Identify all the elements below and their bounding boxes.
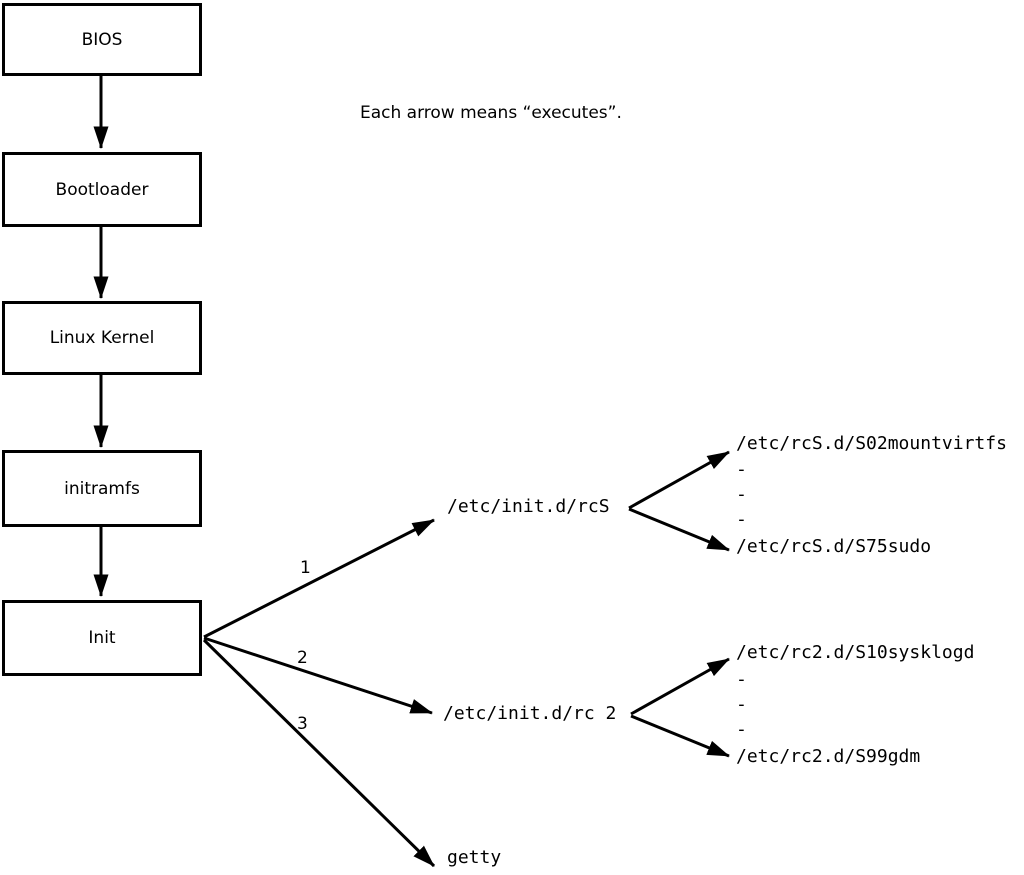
arrow-rcs-to-first-entry <box>628 450 730 510</box>
arrow-init-to-rc2 <box>203 636 433 715</box>
box-linux-kernel-label: Linux Kernel <box>49 328 155 348</box>
box-linux-kernel: Linux Kernel <box>2 301 202 375</box>
label-rc2-entry-last: /etc/rc2.d/S99gdm <box>736 746 921 767</box>
box-init-label: Init <box>88 628 116 648</box>
box-bootloader: Bootloader <box>2 152 202 227</box>
rc2-ellipsis-dash-1: - <box>736 669 747 690</box>
diagram-caption: Each arrow means “executes”. <box>360 103 622 123</box>
arrow-init-to-rcs <box>203 518 435 639</box>
box-bootloader-label: Bootloader <box>55 179 149 200</box>
branch-number-3: 3 <box>297 714 308 734</box>
branch-number-2: 2 <box>297 648 308 668</box>
box-bios: BIOS <box>2 3 202 76</box>
box-bios-label: BIOS <box>81 29 123 50</box>
branch-number-1: 1 <box>300 558 311 578</box>
arrow-rcs-to-last-entry <box>628 507 730 552</box>
box-initramfs-label: initramfs <box>64 478 140 499</box>
label-rcs-entry-first: /etc/rcS.d/S02mountvirtfs <box>736 433 1007 454</box>
rc2-ellipsis-dash-2: - <box>736 694 747 715</box>
arrow-rc2-to-last-entry <box>630 714 730 758</box>
rc2-ellipsis-dash-3: - <box>736 719 747 740</box>
rcs-ellipsis-dash-2: - <box>736 484 747 505</box>
rcs-ellipsis-dash-1: - <box>736 459 747 480</box>
label-rcs-entry-last: /etc/rcS.d/S75sudo <box>736 536 932 557</box>
label-rcs-script: /etc/init.d/rcS <box>447 496 610 517</box>
box-initramfs: initramfs <box>2 450 202 527</box>
arrow-rc2-to-first-entry <box>630 657 730 716</box>
arrow-init-to-getty <box>202 638 436 868</box>
label-getty: getty <box>447 847 502 868</box>
rcs-ellipsis-dash-3: - <box>736 509 747 530</box>
label-rc2-script: /etc/init.d/rc 2 <box>443 703 617 724</box>
box-init: Init <box>2 600 202 676</box>
label-rc2-entry-first: /etc/rc2.d/S10sysklogd <box>736 642 975 663</box>
